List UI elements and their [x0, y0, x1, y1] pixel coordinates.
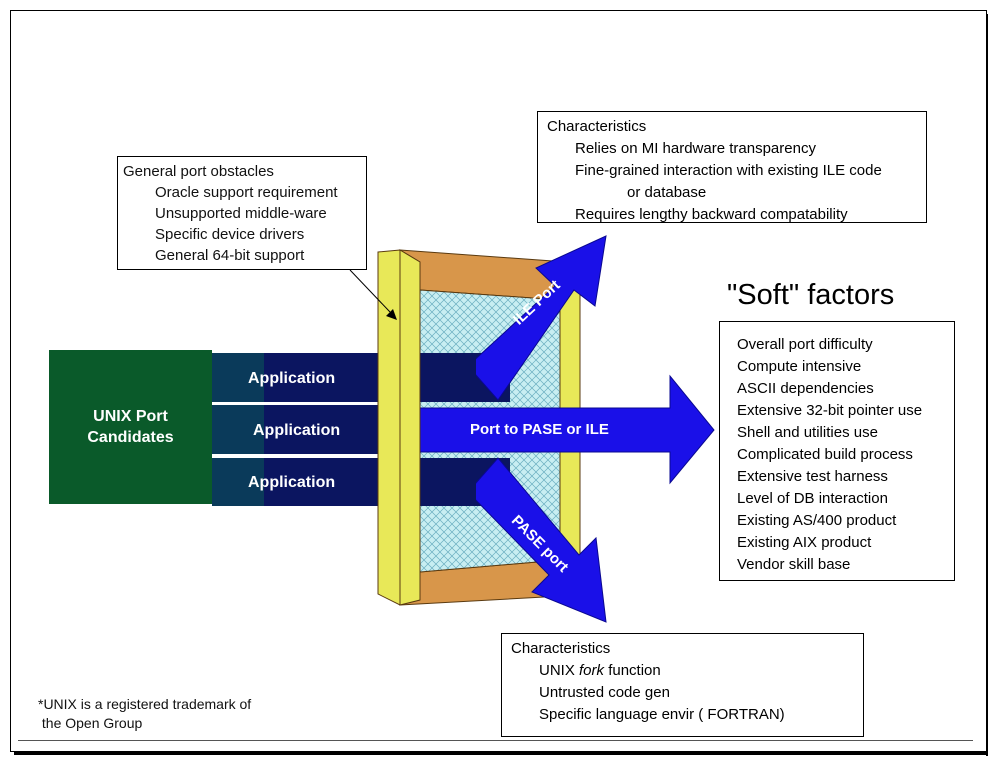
middle-arrow-label: Port to PASE or ILE	[470, 421, 609, 438]
fork-post: function	[604, 662, 661, 679]
app-bar-1-accent	[212, 353, 264, 402]
fork-word: fork	[579, 662, 605, 679]
slide-shadow-bottom	[14, 751, 988, 755]
flow-overlay-top	[420, 353, 476, 402]
application-label: Application	[248, 474, 336, 491]
characteristic-item: Requires lengthy backward compatability	[575, 206, 848, 223]
bottom-rule	[18, 740, 973, 741]
soft-factor-item: Extensive 32-bit pointer use	[737, 402, 923, 419]
slide-shadow-right	[986, 14, 988, 756]
footnote-line-1: *UNIX is a registered trademark of	[38, 696, 252, 712]
unix-line-1: UNIX Port	[93, 408, 168, 425]
flow-overlay-bottom	[420, 458, 476, 506]
app-bar-3-accent	[212, 458, 264, 506]
soft-factor-item: Complicated build process	[737, 446, 913, 463]
obstacle-item: Unsupported middle-ware	[155, 205, 327, 222]
characteristics-bottom-title: Characteristics	[511, 640, 611, 657]
obstacles-box: General port obstacles Oracle support re…	[117, 156, 367, 270]
soft-factor-item: Level of DB interaction	[737, 490, 888, 507]
unix-line-2: Candidates	[87, 429, 174, 446]
middle-arrow	[419, 374, 715, 485]
characteristic-item: or database	[627, 184, 707, 201]
obstacle-item: Specific device drivers	[155, 226, 305, 243]
app-gap-2	[212, 454, 378, 458]
obstacle-item: General 64-bit support	[155, 247, 305, 264]
characteristics-top-box: Characteristics Relies on MI hardware tr…	[537, 111, 927, 223]
soft-factor-item: Existing AIX product	[737, 534, 872, 551]
application-label: Application	[253, 422, 341, 439]
characteristics-top-title: Characteristics	[547, 118, 647, 135]
obstacles-pointer	[349, 269, 391, 313]
fork-pre: UNIX	[539, 662, 580, 679]
soft-factor-item: Shell and utilities use	[737, 424, 878, 441]
soft-factor-item: Extensive test harness	[737, 468, 888, 485]
soft-factor-item: Compute intensive	[737, 358, 862, 375]
obstacle-item: Oracle support requirement	[155, 184, 338, 201]
obstacles-pointer-head	[386, 309, 397, 320]
application-label: Application	[248, 370, 336, 387]
app-bar-2-accent	[212, 405, 264, 454]
soft-factor-item: Vendor skill base	[737, 556, 851, 573]
obstacles-title: General port obstacles	[123, 163, 274, 180]
soft-factor-item: Existing AS/400 product	[737, 512, 897, 529]
unix-candidates-box: UNIX Port Candidates	[49, 350, 212, 504]
footnote-line-2: the Open Group	[38, 715, 143, 731]
soft-factors-box: Overall port difficulty Compute intensiv…	[719, 321, 955, 581]
application-bars	[212, 353, 378, 506]
trademark-footnote: *UNIX is a registered trademark of the O…	[38, 695, 251, 733]
soft-factor-item: ASCII dependencies	[737, 380, 874, 397]
app-gap-1	[212, 402, 378, 405]
pase-arrow	[467, 457, 607, 623]
characteristic-item: Untrusted code gen	[539, 684, 670, 701]
characteristics-bottom-box: Characteristics UNIX fork function Untru…	[501, 633, 864, 737]
characteristic-item: Specific language envir ( FORTRAN)	[539, 706, 785, 723]
ile-arrow	[467, 235, 607, 401]
characteristic-item: Relies on MI hardware transparency	[575, 140, 816, 157]
frame-front-post	[377, 249, 421, 606]
characteristic-item-fork: UNIX fork function	[511, 660, 863, 682]
soft-factor-item: Overall port difficulty	[737, 336, 873, 353]
soft-factors-title: "Soft" factors	[727, 279, 895, 311]
characteristic-item: Fine-grained interaction with existing I…	[575, 162, 882, 179]
